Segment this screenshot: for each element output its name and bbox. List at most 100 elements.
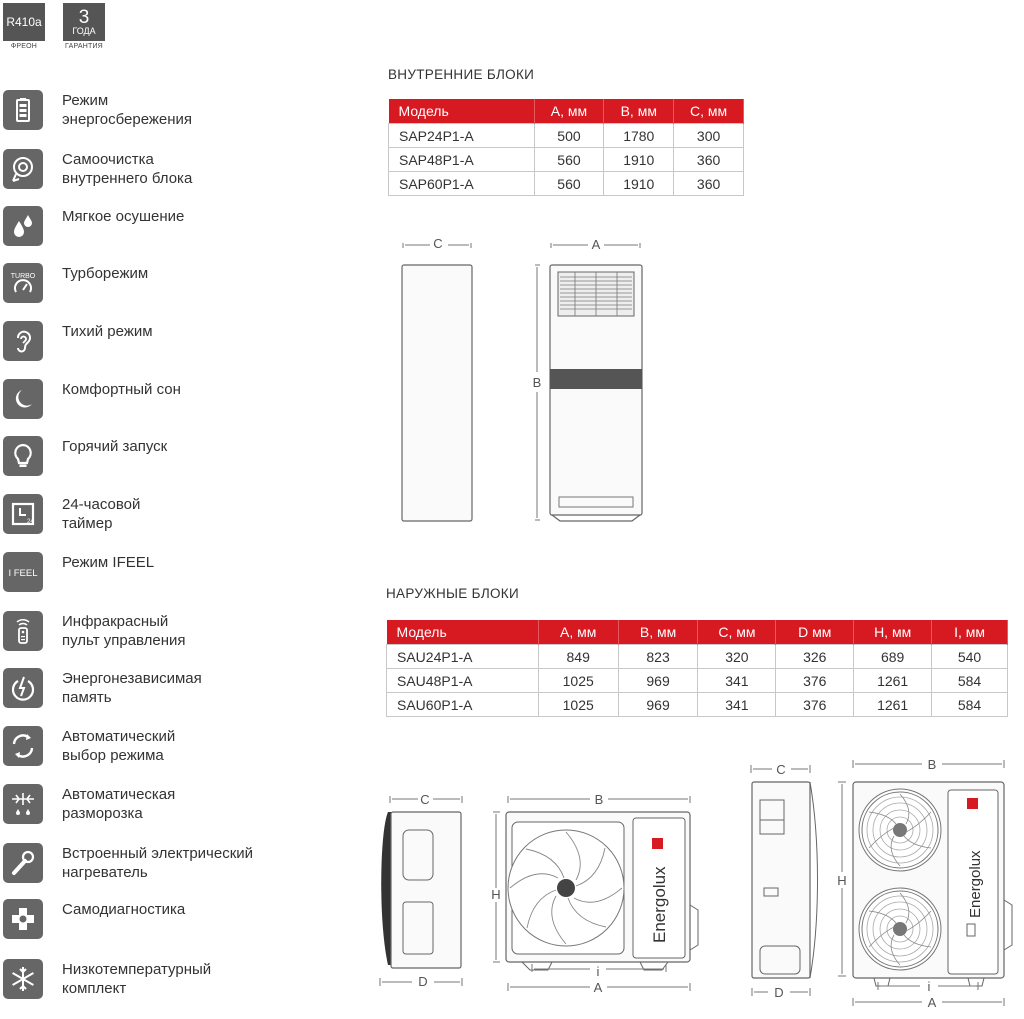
table-cell: 341 xyxy=(697,668,777,693)
table-cell: SAU60P1-A xyxy=(386,692,539,717)
table-cell: 320 xyxy=(697,644,777,669)
feature-label-line: пульт управления xyxy=(62,632,186,649)
column-header: B, мм xyxy=(603,99,675,124)
feature-item: ★ Комфортный сон xyxy=(3,379,303,427)
outdoor-units-title: НАРУЖНЫЕ БЛОКИ xyxy=(386,586,519,601)
defrost-icon xyxy=(3,784,43,824)
table-cell: 969 xyxy=(617,668,699,693)
feature-label-line: Режим IFEEL xyxy=(62,554,155,571)
dimension-label: C xyxy=(433,236,442,251)
dimension-label: B xyxy=(533,375,542,390)
table-row: SAU48P1-A 1025 969 341 376 1261 584 xyxy=(386,668,1008,693)
freon-badge: R410a ФРЕОН xyxy=(3,3,45,50)
column-header: C, мм xyxy=(697,620,777,645)
warranty-unit: ГОДА xyxy=(72,25,96,36)
feature-item: Инфракрасный пульт управления xyxy=(3,611,303,659)
outdoor-unit-large-side-view: C D xyxy=(750,762,818,1000)
dimension-label: H xyxy=(491,887,500,902)
feature-item: Тихий режим xyxy=(3,321,303,369)
feature-label-line: Турборежим xyxy=(62,265,149,282)
outdoor-unit-large-front-view: B H Energolux i xyxy=(837,757,1013,1010)
table-cell: SAP24P1-A xyxy=(388,123,535,148)
feature-label-line: Энергонезависимая xyxy=(62,670,202,687)
table-header-row: Модель A, мм B, мм C, мм xyxy=(388,99,744,124)
feature-item: TURBO Турборежим xyxy=(3,263,303,311)
indoor-units-table: Модель A, мм B, мм C, мм SAP24P1-A 500 1… xyxy=(388,99,744,196)
dimension-label: H xyxy=(837,873,846,888)
column-header: Модель xyxy=(388,99,535,124)
brand-logo: Energolux xyxy=(967,850,984,918)
table-cell: 584 xyxy=(931,692,1008,717)
warranty-years: 3 xyxy=(78,6,90,28)
table-cell: 1910 xyxy=(603,147,675,172)
feature-label-line: память xyxy=(62,689,112,706)
table-cell: 300 xyxy=(673,123,744,148)
moon-stars-icon: ★ xyxy=(3,379,43,419)
self-diagnosis-icon xyxy=(3,899,43,939)
feature-label-line: Инфракрасный xyxy=(62,613,169,630)
column-header: C, мм xyxy=(673,99,744,124)
column-header: B, мм xyxy=(618,620,699,645)
feature-item: Самодиагностика xyxy=(3,899,303,947)
table-cell: 1780 xyxy=(603,123,675,148)
table-cell: 360 xyxy=(673,147,744,172)
feature-item: Энергонезависимая память xyxy=(3,668,303,716)
dimension-label: A xyxy=(928,995,937,1010)
ifeel-icon-text: I FEEL xyxy=(8,568,37,579)
freon-label: R410a xyxy=(6,15,42,29)
indoor-units-title: ВНУТРЕННИЕ БЛОКИ xyxy=(388,67,535,82)
turbo-icon: TURBO xyxy=(3,263,43,303)
feature-label-line: Автоматический xyxy=(62,728,176,745)
turbo-icon-text: TURBO xyxy=(11,273,36,280)
dimension-label: D xyxy=(774,985,783,1000)
remote-control-icon xyxy=(3,611,43,651)
table-cell: 689 xyxy=(853,644,933,669)
table-row: SAU24P1-A 849 823 320 326 689 540 xyxy=(386,644,1008,669)
table-cell: 849 xyxy=(537,644,619,669)
dimension-label: i xyxy=(597,964,600,979)
column-header: A, мм xyxy=(534,99,605,124)
dimension-label: A xyxy=(594,980,603,995)
battery-icon xyxy=(3,90,43,130)
table-cell: 376 xyxy=(775,692,855,717)
feature-label-line: Низкотемпературный xyxy=(62,961,212,978)
table-cell: 584 xyxy=(931,668,1008,693)
feature-item: Горячий запуск xyxy=(3,436,303,484)
table-cell: 560 xyxy=(533,171,605,196)
feature-label-line: Самоочистка xyxy=(62,151,154,168)
feature-label-line: Встроенный электрический xyxy=(62,845,254,862)
dimension-label: C xyxy=(420,792,429,807)
dimension-label: C xyxy=(776,762,785,777)
dimension-label: A xyxy=(592,237,601,252)
feature-label-line: Самодиагностика xyxy=(62,901,186,918)
brand-logo: Energolux xyxy=(650,866,669,943)
table-cell: 1261 xyxy=(853,668,933,693)
table-row: SAP48P1-A 560 1910 360 xyxy=(388,147,744,172)
table-cell: 341 xyxy=(697,692,777,717)
feature-label-line: 24-часовой xyxy=(62,496,141,513)
table-row: SAP24P1-A 500 1780 300 xyxy=(388,123,744,148)
column-header: H, мм xyxy=(853,620,933,645)
self-clean-icon xyxy=(3,149,43,189)
power-memory-icon xyxy=(3,668,43,708)
svg-text:★: ★ xyxy=(27,391,35,401)
table-cell: 1261 xyxy=(853,692,933,717)
feature-label-line: энергосбережения xyxy=(62,111,193,128)
timer-icon-text: 24 xyxy=(27,519,34,525)
table-cell: 1025 xyxy=(537,668,619,693)
feature-label-line: разморозка xyxy=(62,805,143,822)
table-cell: 969 xyxy=(617,692,699,717)
feature-label-line: комплект xyxy=(62,980,127,997)
auto-mode-icon xyxy=(3,726,43,766)
lightbulb-icon xyxy=(3,436,43,476)
indoor-unit-front-view: A B xyxy=(533,237,643,522)
water-drops-icon xyxy=(3,206,43,246)
column-header: D мм xyxy=(775,620,855,645)
outdoor-unit-small-side-view: C D xyxy=(379,792,463,989)
table-cell: 360 xyxy=(673,171,744,196)
